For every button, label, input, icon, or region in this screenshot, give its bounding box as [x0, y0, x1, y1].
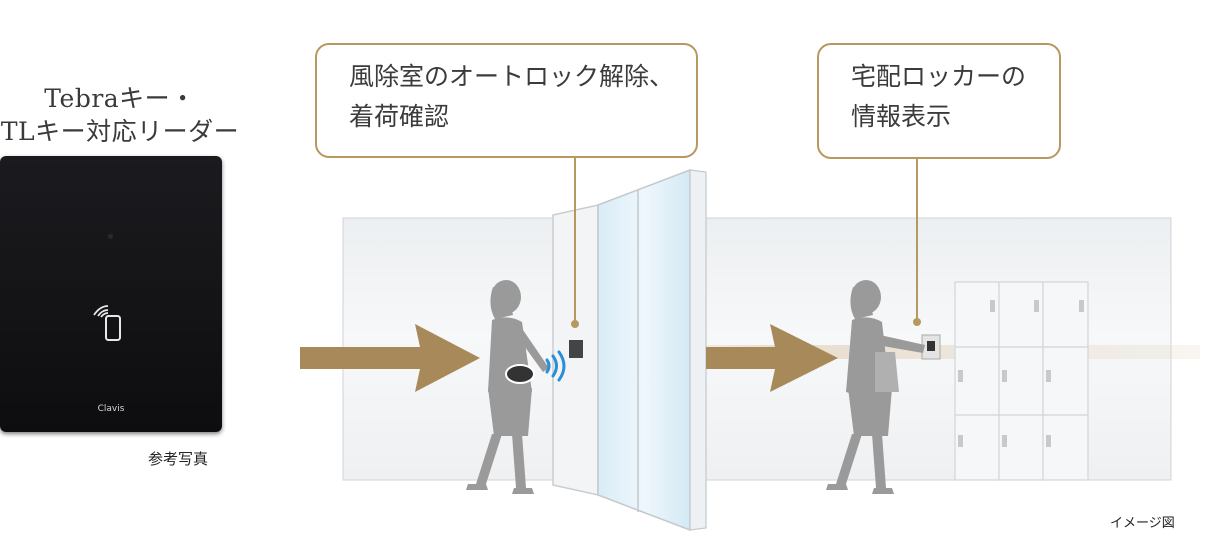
reader-title-line1: Tebraキー・ [44, 84, 196, 113]
nfc-wave-icon [545, 350, 566, 382]
delivery-lockers [954, 281, 1089, 481]
reader-brand-logo: Clavis [97, 404, 125, 414]
callout-locker-line1: 宅配ロッカーの [851, 62, 1027, 91]
callout-autolock-line2: 着荷確認 [349, 102, 450, 131]
nfc-phone-icon [92, 304, 130, 348]
person-silhouette [826, 280, 925, 494]
callout-autolock-line1: 風除室のオートロック解除、 [349, 62, 675, 91]
glass-door [597, 168, 691, 532]
door-reader-panel [569, 340, 583, 358]
photo-caption: 参考写真 [148, 450, 209, 468]
callout-autolock: 風除室のオートロック解除、 着荷確認 [315, 43, 698, 158]
flow-arrow-icon [706, 324, 838, 392]
door-edge [689, 169, 707, 531]
image-caption: イメージ図 [1110, 516, 1175, 531]
flow-arrow-icon [300, 324, 480, 392]
card-reader-device: Clavis [0, 156, 222, 432]
callout-locker-line2: 情報表示 [851, 102, 952, 131]
reader-title: Tebraキー・ TLキー対応リーダー [0, 82, 240, 148]
reader-led [108, 234, 113, 239]
reader-title-line2: TLキー対応リーダー [0, 117, 240, 146]
callout-locker-info: 宅配ロッカーの 情報表示 [817, 43, 1061, 159]
